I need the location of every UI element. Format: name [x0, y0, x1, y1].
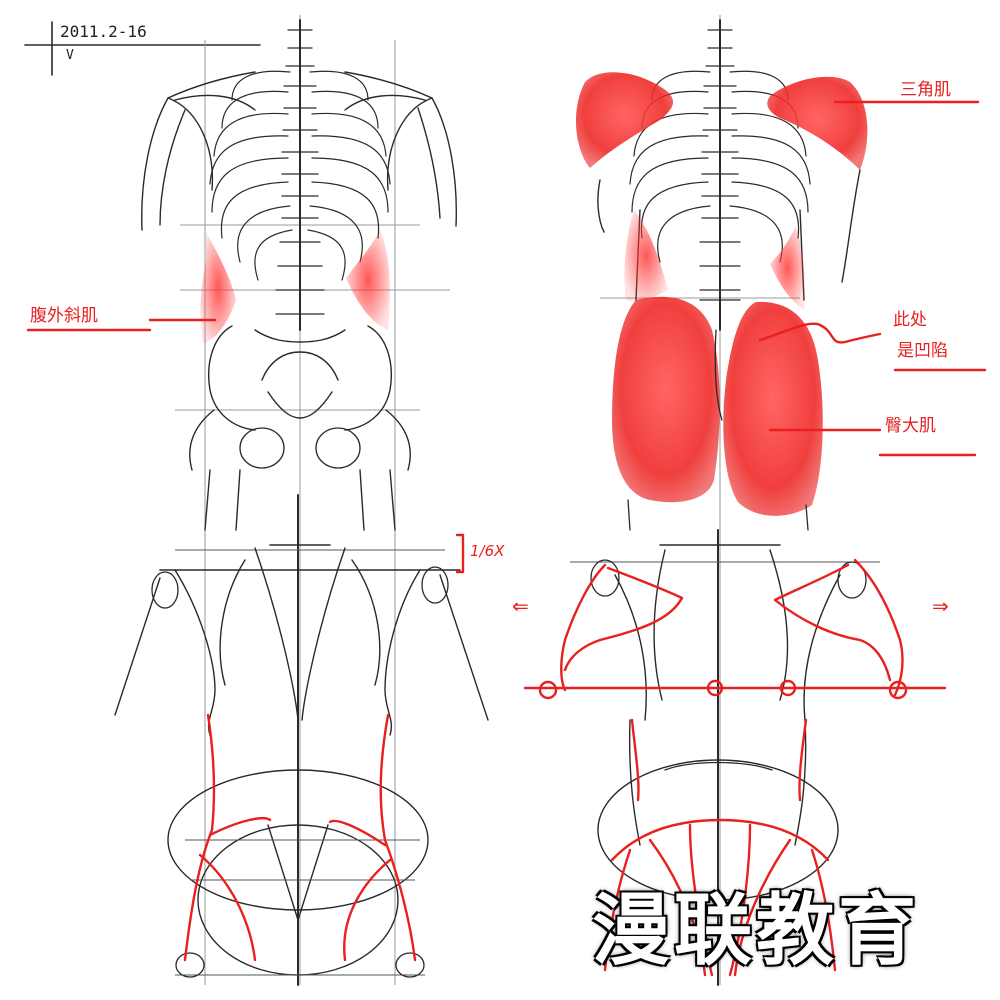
gluteus-right-muscle [723, 301, 823, 516]
watermark-logo: 漫联教育 [592, 885, 921, 976]
date-stamp: 2011.2-16 [60, 22, 147, 41]
date-mark: V [66, 48, 74, 63]
external-oblique-right-muscle [346, 230, 390, 330]
header-mark [24, 21, 261, 76]
skeleton-back-left [141, 19, 457, 531]
simplified-torso-left [114, 494, 489, 986]
external-oblique-right-figure-left [624, 210, 668, 302]
depression-note-line2: 是凹陷 [897, 341, 948, 361]
oblique-label-leader [26, 318, 217, 332]
arrow-left-icon: ⇐ [512, 594, 529, 618]
deltoid-left-muscle [575, 72, 674, 168]
deltoid-right-muscle [767, 76, 868, 170]
external-oblique-label: 腹外斜肌 [30, 306, 98, 326]
right-label-leaders [758, 100, 987, 457]
deltoid-label: 三角肌 [900, 80, 951, 100]
ratio-note: 1/6X [470, 542, 505, 560]
gluteus-left-muscle [612, 296, 720, 503]
external-oblique-left-muscle [200, 232, 236, 344]
depression-note-line1: 此处 [893, 310, 927, 330]
simplified-torso-right [523, 529, 947, 986]
arrow-right-icon: ⇒ [932, 594, 949, 618]
skeleton-back-right [575, 19, 868, 531]
gluteus-maximus-label: 臀大肌 [885, 416, 936, 436]
external-oblique-right-figure-right [770, 226, 805, 310]
